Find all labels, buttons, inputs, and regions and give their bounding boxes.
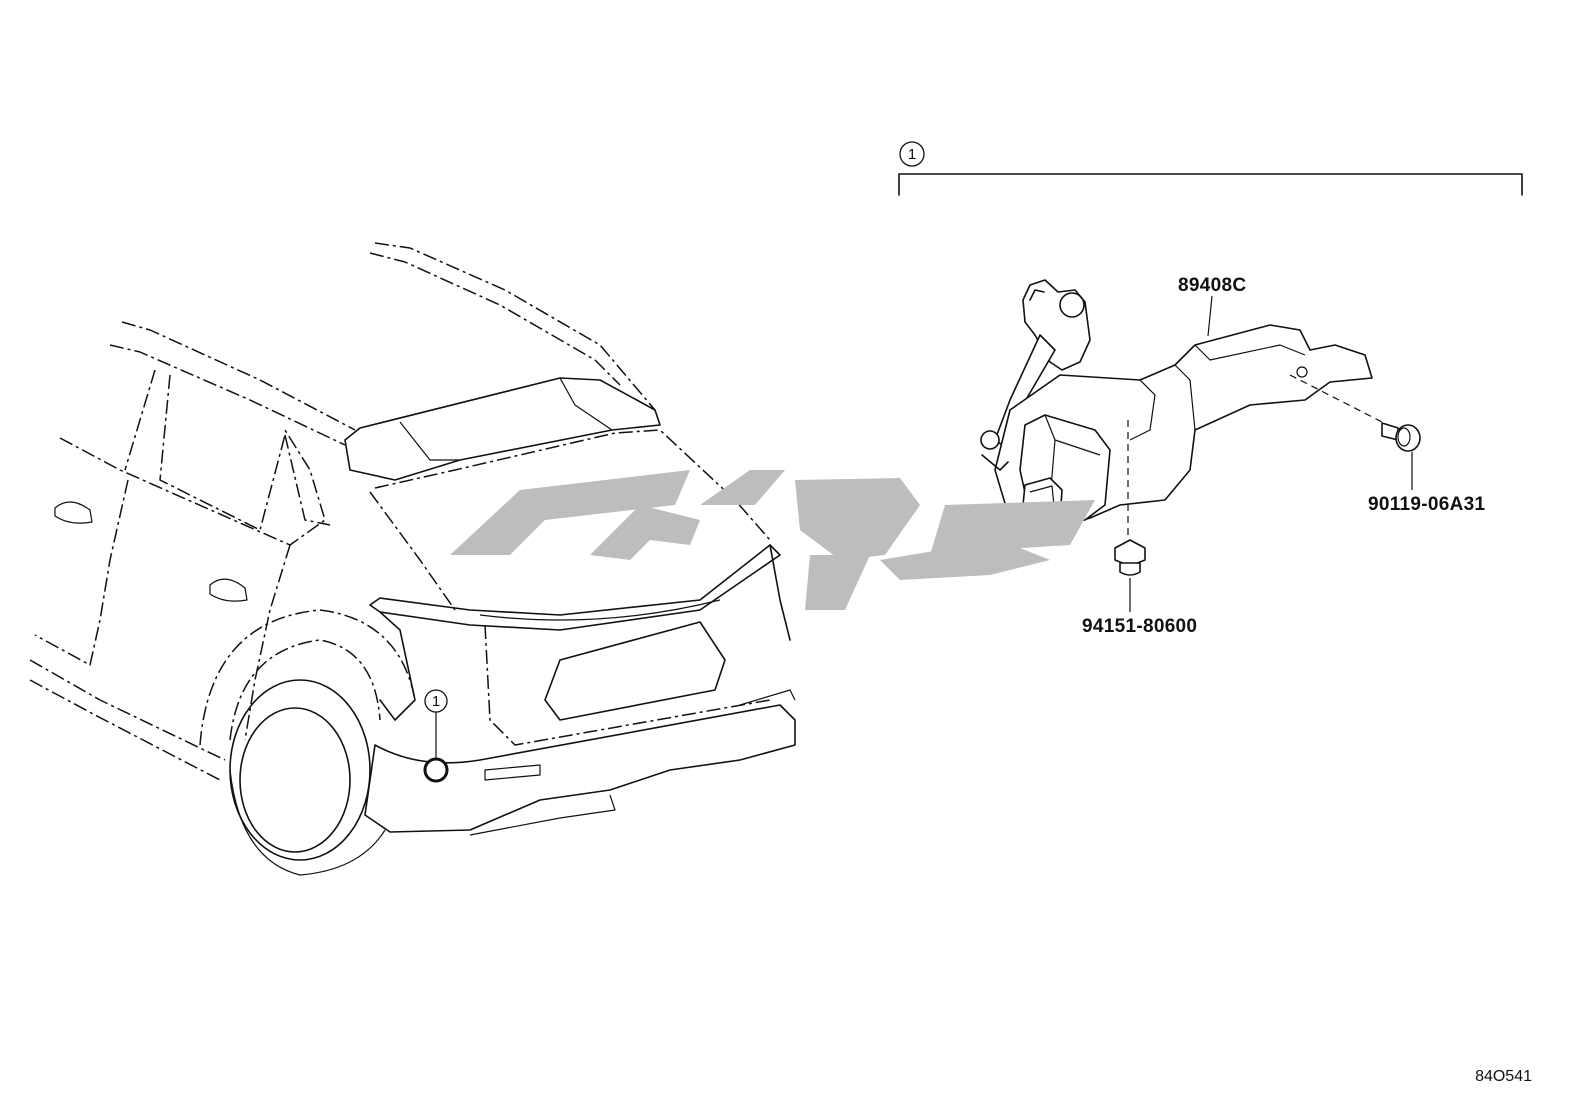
assembly-bracket: 1 (898, 141, 1523, 196)
assembly-callout-number: 1 (908, 146, 916, 163)
suv-rear-view-icon (29, 242, 796, 876)
nut-part-number: 94151-80600 (1082, 616, 1197, 637)
height-control-sensor-icon (980, 279, 1373, 531)
clip-nut-icon (1114, 420, 1146, 612)
vehicle-callout: 1 (423, 689, 449, 783)
bolt-part-number: 90119-06A31 (1368, 494, 1486, 515)
sensor-part-number: 89408C (1178, 275, 1246, 296)
sensor-location-marker (423, 757, 449, 783)
vehicle-callout-number: 1 (432, 693, 440, 710)
reference-code: 84O541 (1475, 1068, 1532, 1085)
bolt-icon (1289, 374, 1421, 490)
watermark-logo-icon (450, 470, 1095, 610)
